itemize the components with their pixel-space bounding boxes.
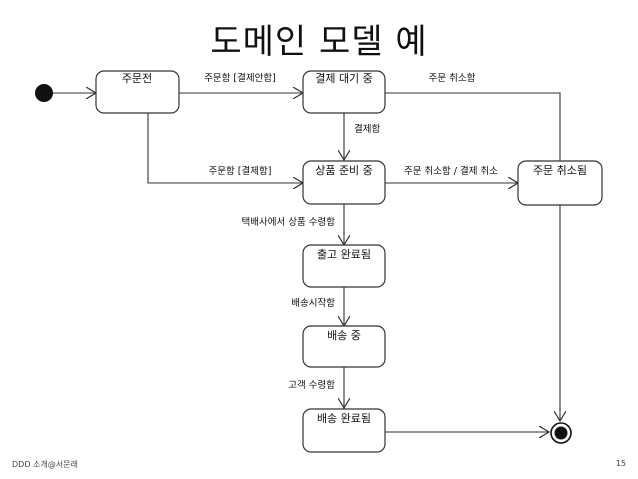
initial-state xyxy=(35,84,53,102)
transition-label: 주문 취소함 xyxy=(429,73,476,84)
state-label: 주문 취소됨 xyxy=(533,164,587,177)
transition-label: 택배사에서 상품 수령함 xyxy=(242,216,336,228)
state-box xyxy=(302,408,386,453)
state-label: 상품 준비 중 xyxy=(315,164,373,177)
state-box xyxy=(302,325,386,368)
page-number: 15 xyxy=(615,459,626,468)
state-box xyxy=(95,70,180,114)
state-box xyxy=(302,70,386,114)
state-box xyxy=(517,160,603,206)
state-label: 배송 중 xyxy=(327,329,361,342)
state-label: 출고 완료됨 xyxy=(317,248,371,261)
transition-label: 결제함 xyxy=(354,124,380,135)
state-label: 배송 완료됨 xyxy=(317,412,371,425)
slide-title: 도메인 모델 예 xyxy=(210,22,428,62)
transition-line xyxy=(147,113,303,183)
state-box xyxy=(302,244,386,288)
transition-label: 배송시작함 xyxy=(291,298,335,309)
transition-label: 주문함 [결제함] xyxy=(209,166,272,177)
state-box xyxy=(302,160,386,205)
transition-line xyxy=(385,92,560,177)
state-label: 결제 대기 중 xyxy=(315,72,373,85)
state-label: 주문전 xyxy=(122,72,152,85)
transition-label: 주문함 [결제안함] xyxy=(204,73,276,84)
footer-credit: DDD 소개@서문래 xyxy=(12,460,78,469)
transition-label: 주문 취소함 / 결제 취소 xyxy=(404,166,498,177)
transition-label: 고객 수령함 xyxy=(288,379,335,391)
final-state xyxy=(550,422,572,444)
